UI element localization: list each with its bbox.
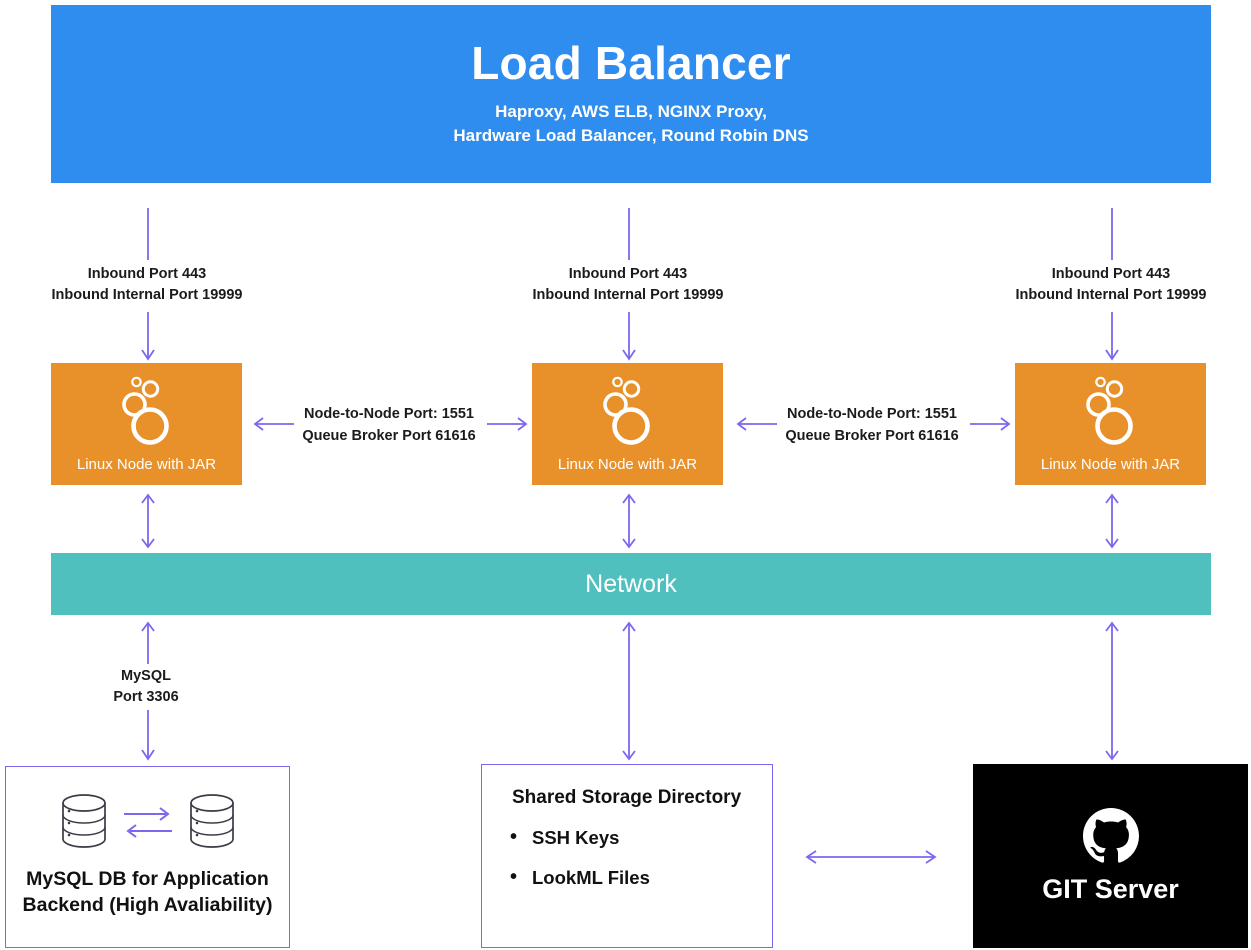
mysql-db-caption-line1: MySQL DB for Application [26, 868, 269, 890]
looker-logo-icon [1015, 363, 1206, 456]
database-cylinder-icon [189, 794, 234, 848]
git-server-label: GIT Server [1042, 873, 1179, 904]
git-server-box: GIT Server [973, 764, 1248, 948]
linux-node-1: Linux Node with JAR [51, 363, 242, 485]
load-balancer-title: Load Balancer [471, 37, 791, 90]
load-balancer-subtitle-line2: Hardware Load Balancer, Round Robin DNS [453, 126, 809, 146]
inbound-label-node-3-line2: Inbound Internal Port 19999 [1015, 287, 1207, 304]
arrow-node-1-to-node-2-left [253, 417, 294, 431]
connector-lb-to-node-3-stub [1111, 208, 1113, 260]
mysql-link-label-line1: MySQL [121, 668, 171, 684]
database-cylinder-icon [61, 794, 106, 848]
arrow-network-to-mysql-upper [141, 621, 155, 664]
list-item: SSH Keys [510, 826, 772, 849]
github-octocat-icon [1082, 807, 1139, 863]
arrow-node-1-to-node-2-right [487, 417, 528, 431]
linux-node-2-label: Linux Node with JAR [557, 456, 698, 473]
arrow-node-1-to-network [141, 493, 155, 549]
inbound-label-node-2: Inbound Port 443 Inbound Internal Port 1… [497, 264, 759, 306]
mysql-replication-row [6, 793, 289, 851]
network-label: Network [585, 569, 677, 598]
load-balancer-block: Load Balancer Haproxy, AWS ELB, NGINX Pr… [51, 5, 1211, 183]
arrow-to-node-3 [1105, 312, 1119, 361]
arrow-shared-storage-to-git-server [805, 850, 937, 864]
network-bar: Network [51, 553, 1211, 615]
node-link-label-1-line2: Queue Broker Port 61616 [302, 427, 476, 444]
mysql-link-label-line2: Port 3306 [113, 689, 179, 706]
inbound-label-node-1-line2: Inbound Internal Port 19999 [51, 287, 243, 304]
arrow-to-node-2 [622, 312, 636, 361]
arrow-node-3-to-network [1105, 493, 1119, 549]
arrow-to-node-1 [141, 312, 155, 361]
linux-node-1-label: Linux Node with JAR [76, 456, 217, 473]
node-link-label-2-line1: Node-to-Node Port: 1551 [787, 406, 957, 422]
replication-arrows-icon [123, 807, 172, 838]
linux-node-3: Linux Node with JAR [1015, 363, 1206, 485]
shared-storage-list: SSH Keys LookML Files [482, 826, 772, 889]
load-balancer-subtitle-line1: Haproxy, AWS ELB, NGINX Proxy, [495, 101, 767, 121]
inbound-label-node-3-line1: Inbound Port 443 [1051, 266, 1171, 282]
looker-logo-icon [532, 363, 723, 456]
linux-node-2: Linux Node with JAR [532, 363, 723, 485]
inbound-label-node-3: Inbound Port 443 Inbound Internal Port 1… [980, 264, 1242, 306]
connector-lb-to-node-2-stub [628, 208, 630, 260]
node-link-label-1: Node-to-Node Port: 1551 Queue Broker Por… [294, 404, 484, 448]
shared-storage-box: Shared Storage Directory SSH Keys LookML… [481, 764, 773, 948]
inbound-label-node-2-line1: Inbound Port 443 [568, 266, 688, 282]
list-item: LookML Files [510, 866, 772, 889]
mysql-db-caption-line2: Backend (High Avaliability) [22, 893, 273, 916]
linux-node-3-label: Linux Node with JAR [1040, 456, 1181, 473]
shared-storage-title: Shared Storage Directory [512, 787, 742, 808]
mysql-link-label: MySQL Port 3306 [46, 666, 246, 708]
arrow-network-to-shared-storage [622, 621, 636, 761]
inbound-label-node-1-line1: Inbound Port 443 [87, 266, 207, 282]
arrow-network-to-git-server [1105, 621, 1119, 761]
arrow-node-2-to-network [622, 493, 636, 549]
looker-logo-icon [51, 363, 242, 456]
node-link-label-2: Node-to-Node Port: 1551 Queue Broker Por… [777, 404, 967, 448]
node-link-label-2-line2: Queue Broker Port 61616 [785, 427, 959, 444]
inbound-label-node-2-line2: Inbound Internal Port 19999 [532, 287, 724, 304]
node-link-label-1-line1: Node-to-Node Port: 1551 [304, 406, 474, 422]
mysql-db-box: MySQL DB for Application Backend (High A… [5, 766, 290, 948]
connector-lb-to-node-1-stub [147, 208, 149, 260]
inbound-label-node-1: Inbound Port 443 Inbound Internal Port 1… [16, 264, 278, 306]
arrow-node-2-to-node-3-right [970, 417, 1011, 431]
arrow-network-to-mysql-lower [141, 710, 155, 761]
arrow-node-2-to-node-3-left [736, 417, 777, 431]
